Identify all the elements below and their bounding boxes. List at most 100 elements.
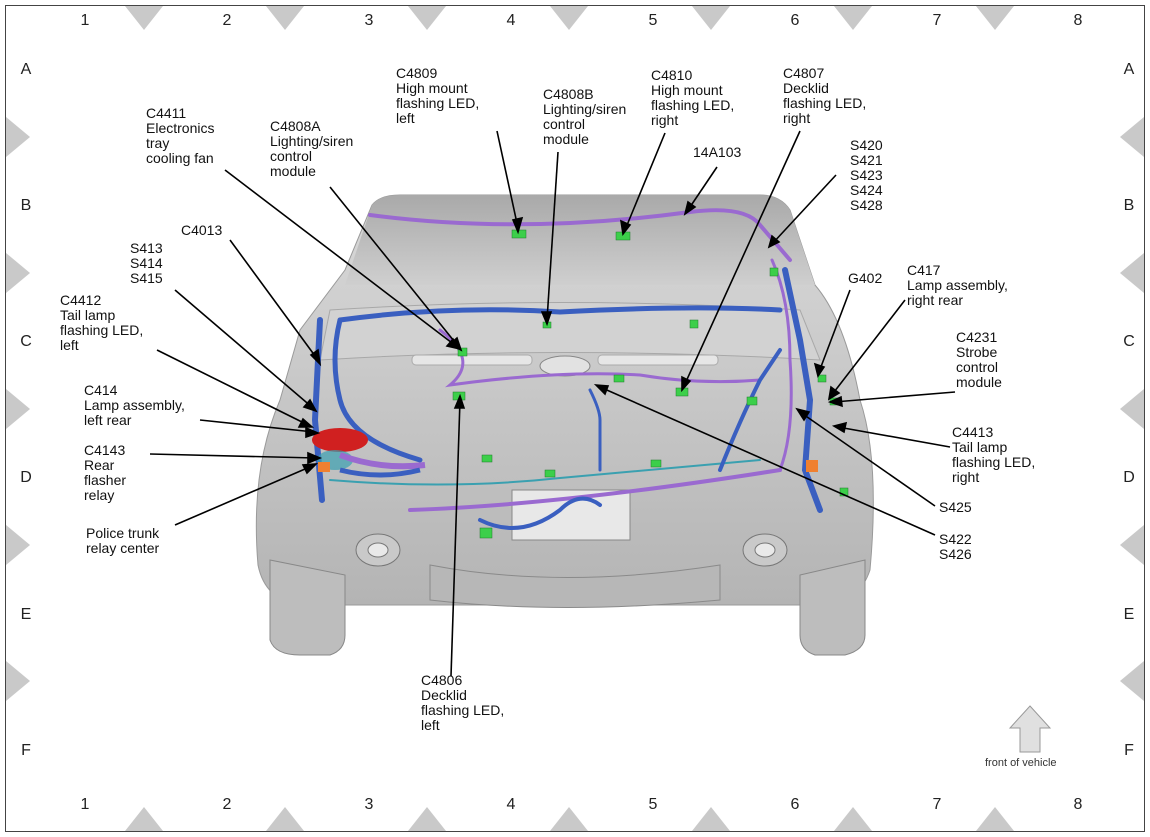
callout-line: S421 [850, 152, 883, 168]
callout-line: left rear [84, 412, 132, 428]
callout-line: Electronics [146, 120, 215, 136]
callout-line: C4808A [270, 118, 321, 134]
grid-column-label-top: 2 [222, 12, 232, 29]
callout-line: flashing LED, [952, 454, 1036, 470]
callout-g402: G402 [848, 271, 882, 286]
grid-row-label-left: E [20, 606, 32, 623]
callout-line: C417 [907, 262, 941, 278]
callout-line: control [270, 148, 313, 164]
callout-line: right [783, 110, 811, 126]
callout-line: C4808B [543, 86, 594, 102]
callout-line: module [956, 374, 1002, 390]
leader-lines [149, 130, 956, 677]
callout-line: Strobe [956, 344, 998, 360]
callout-line: C4412 [60, 292, 102, 308]
callout-line: G402 [848, 270, 883, 286]
callout-line: S414 [130, 255, 163, 271]
vehicle-body [255, 194, 874, 656]
callout-line: C4411 [146, 105, 187, 121]
callout-line: relay [84, 487, 115, 503]
callout-line: High mount [651, 82, 723, 98]
callout-line: Lighting/siren [270, 133, 354, 149]
grid-column-label-top: 7 [932, 12, 942, 29]
grid-row-label-right: B [1123, 197, 1135, 214]
callout-line: flasher [84, 472, 127, 488]
front-of-vehicle-label: front of vehicle [985, 757, 1057, 769]
grid-row-label-right: F [1124, 742, 1134, 759]
callout-line: Decklid [783, 80, 829, 96]
callout-line: Lighting/siren [543, 101, 627, 117]
callout-line: S413 [130, 240, 163, 256]
callout-line: 14A103 [693, 144, 742, 160]
callout-line: flashing LED, [60, 322, 144, 338]
callout-line: C4809 [396, 65, 438, 81]
grid-column-label-top: 5 [648, 12, 658, 29]
callout-line: C414 [84, 382, 118, 398]
callout-line: C4806 [421, 672, 463, 688]
grid-column-label-bottom: 6 [790, 796, 800, 813]
callout-line: right [952, 469, 980, 485]
callout-line: tray [146, 135, 170, 151]
callout-line: S415 [130, 270, 163, 286]
grid-row-label-left: D [20, 469, 32, 486]
callout-s425: S425 [939, 500, 972, 515]
callout-line: control [956, 359, 999, 375]
callout-line: C4807 [783, 65, 825, 81]
grid-column-label-bottom: 1 [80, 796, 90, 813]
grid-row-label-left: A [20, 61, 32, 78]
callout-line: C4413 [952, 424, 994, 440]
grid-row-label-left: F [21, 742, 31, 759]
wiring-harness [311, 208, 823, 530]
callout-line: module [270, 163, 316, 179]
grid-column-label-top: 8 [1073, 12, 1083, 29]
grid-column-label-bottom: 7 [932, 796, 942, 813]
grid-row-label-right: E [1123, 606, 1135, 623]
callout-line: S423 [850, 167, 883, 183]
callout-line: left [396, 110, 415, 126]
callout-line: flashing LED, [396, 95, 480, 111]
callout-line: control [543, 116, 586, 132]
callout-line: relay center [86, 540, 160, 556]
callout-line: S422 [939, 531, 972, 547]
callout-line: left [421, 717, 440, 733]
callout-line: C4231 [956, 329, 998, 345]
callout-line: module [543, 131, 589, 147]
callout-line: Tail lamp [60, 307, 116, 323]
callout-c4013: C4013 [181, 223, 222, 238]
border-markers [6, 6, 1144, 831]
callout-line: S428 [850, 197, 883, 213]
callout-line: Tail lamp [952, 439, 1008, 455]
callout-line: S426 [939, 546, 972, 562]
callout-line: Lamp assembly, [84, 397, 185, 413]
grid-row-label-right: A [1123, 61, 1135, 78]
grid-row-label-left: B [20, 197, 32, 214]
grid-column-label-top: 4 [506, 12, 516, 29]
callout-line: C4810 [651, 67, 693, 83]
callout-line: Decklid [421, 687, 467, 703]
callout-line: S424 [850, 182, 883, 198]
callout-14a103: 14A103 [693, 145, 741, 160]
callout-line: S420 [850, 137, 883, 153]
callout-line: left [60, 337, 79, 353]
grid-column-label-bottom: 2 [222, 796, 232, 813]
left-relay-cluster [312, 428, 818, 478]
grid-row-label-left: C [20, 333, 32, 350]
grid-column-label-bottom: 4 [506, 796, 516, 813]
